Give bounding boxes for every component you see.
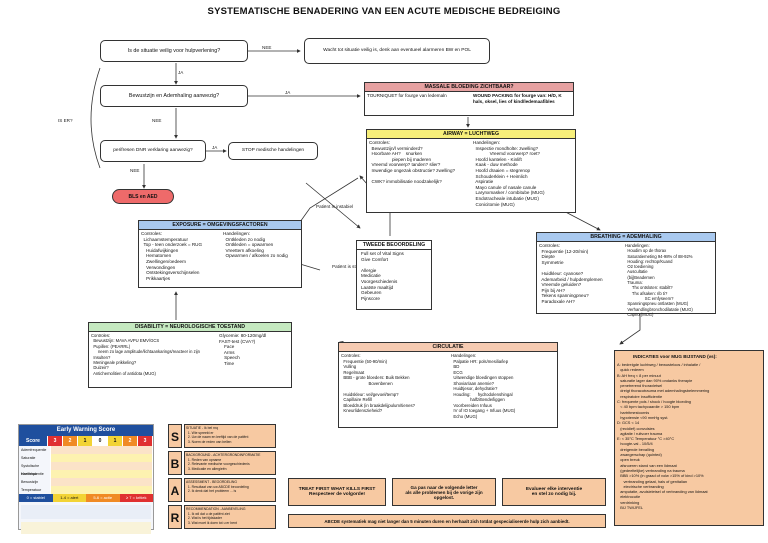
ews-legend-item: 1-4 = alert bbox=[52, 494, 86, 502]
ews-row-label: Ademfrequentie bbox=[19, 446, 51, 454]
ews-legend-item: 0 = stabiel bbox=[19, 494, 53, 502]
ews-row-label: Systolische bloeddruk bbox=[19, 462, 51, 476]
ews-legend: 0 = stabiel 1-4 = alert 5-6 = actie ≥ 7 … bbox=[19, 494, 153, 502]
tip-next-letter: Ga pas naar de volgende letter als alle … bbox=[392, 478, 496, 506]
decision-dnr-text: perifresen DNR verklaring aanwezig? bbox=[113, 147, 193, 153]
label-nee-1: NEE bbox=[262, 45, 272, 50]
ews-legend-item: ≥ 7 = kritiek bbox=[119, 494, 153, 502]
indicaties-body: A: bedreigde luchtweg / bewusteloos / in… bbox=[617, 362, 710, 511]
ews-row-label: Bewustzijn bbox=[19, 478, 51, 486]
ews-score-cell: 1 bbox=[78, 436, 93, 446]
tweede-body: Full set of Vital Signs Give Comfort All… bbox=[361, 251, 404, 301]
tip-next-letter-text: Ga pas naar de volgende letter als alle … bbox=[405, 484, 483, 500]
sbar-letter: A bbox=[168, 478, 182, 502]
label-ja-2: JA bbox=[285, 90, 291, 95]
exposure-handelingen: Handelingen: Ontkleden zo nodig Ontklede… bbox=[223, 231, 288, 259]
ews-card: Early Warning Score Score 3 2 1 0 1 2 3 … bbox=[18, 424, 154, 534]
breathing-controles: Controles: Frequentie (12-20/min) Diepte… bbox=[539, 243, 603, 304]
box-bls-aed: BLS en AED bbox=[112, 189, 174, 204]
ews-row: Hartfrequentie bbox=[19, 470, 153, 478]
indicaties-header: INDICATIES voor MUG BIJSTAND (vs): bbox=[633, 354, 717, 359]
disability-controles: Controles: Bewustzijn: MAVA AVPU EMV/GCS… bbox=[91, 333, 200, 376]
ews-row-label: Saturatie bbox=[19, 454, 51, 462]
tip-evaluate-text: Evalueer elke interventie en stel zo nod… bbox=[525, 487, 583, 497]
breathing-handelingen: Handelingen: Houdim op de thorax Saturat… bbox=[625, 243, 693, 317]
label-ja-1: JA bbox=[178, 70, 184, 75]
ews-score-cell: 1 bbox=[108, 436, 123, 446]
decision-safety-text: Is de situatie veilig voor hulpverlening… bbox=[127, 47, 221, 54]
ews-row: Ademfrequentie bbox=[19, 446, 153, 454]
panel-breathing: BREATHING = ADEMHALING Controles: Freque… bbox=[536, 232, 716, 317]
panel-exposure-header: EXPOSURE = OMGEVINGSFACTOREN bbox=[139, 221, 301, 230]
panel-massale-bloeding: MASSALE BLOEDING ZICHTBAAR? TOURNIQUET f… bbox=[364, 82, 574, 116]
sbar-letter: B bbox=[168, 451, 182, 475]
panel-disability-header: DISABILITY = NEUROLOGISCHE TOESTAND bbox=[89, 323, 291, 332]
panel-indicaties-mug: INDICATIES voor MUG BIJSTAND (vs): A: be… bbox=[614, 350, 764, 526]
panel-circulatie: CIRCULATIE Controles: Frequentie (50-90/… bbox=[338, 342, 558, 428]
label-nee-2: NEE bbox=[152, 118, 162, 123]
panel-massale-bloeding-header: MASSALE BLOEDING ZICHTBAAR? bbox=[365, 83, 573, 92]
panel-tweede-header: TWEEDE BEOORDELING bbox=[357, 241, 431, 250]
massale-tourniquet: TOURNIQUET for fourge van ledemaln bbox=[367, 93, 447, 98]
sbar-block: S SITUATIE - Ik bel rnq 1. Wie spreekt e… bbox=[168, 424, 276, 530]
label-patient-stabiel: Patiënt is stabiel bbox=[332, 264, 366, 269]
airway-handelingen: Handelingen: Inspectie mondholte: zwelli… bbox=[473, 140, 545, 207]
label-ja-3: JA bbox=[212, 145, 218, 150]
sbar-text: RECOMMENDATION - AANBEVELING 1. Ik wil d… bbox=[184, 505, 276, 529]
ews-row: Saturatie bbox=[19, 454, 153, 462]
ews-title: Early Warning Score bbox=[19, 425, 153, 436]
panel-breathing-header: BREATHING = ADEMHALING bbox=[537, 233, 715, 242]
page-title: SYSTEMATISCHE BENADERING VAN EEN ACUTE M… bbox=[207, 6, 561, 17]
ews-row: Systolische bloeddruk bbox=[19, 462, 153, 476]
ews-row: Temperatuur bbox=[19, 486, 153, 494]
ews-row-label: Hartfrequentie bbox=[19, 470, 51, 478]
panel-circulatie-header: CIRCULATIE bbox=[339, 343, 557, 352]
ews-score-cell: 3 bbox=[138, 436, 153, 446]
ews-score-cell: 2 bbox=[123, 436, 138, 446]
decision-dnr: perifresen DNR verklaring aanwezig? bbox=[100, 140, 206, 162]
ews-score-row: Score 3 2 1 0 1 2 3 bbox=[19, 436, 153, 446]
ews-row-label: Temperatuur bbox=[19, 486, 51, 494]
airway-controles: Controles: Bewustzijn/l verminderd? Hoor… bbox=[369, 140, 456, 185]
sbar-text: ASSESSMENT - BEOORDELING 1. Resultaat va… bbox=[184, 478, 276, 502]
ews-legend-item: 5-6 = actie bbox=[86, 494, 120, 502]
ews-notes-2 bbox=[21, 522, 151, 534]
sbar-text: SITUATIE - Ik bel rnq 1. Wie spreekt er … bbox=[184, 424, 276, 448]
decision-consciousness-text: Bewustzijn en Ademhaling aanwezig? bbox=[128, 92, 220, 99]
tip-abcde-duration: ABCDE systematiek mag niet langer dan 5 … bbox=[288, 514, 606, 528]
ews-score-label: Score bbox=[19, 436, 48, 446]
tip-abcde-duration-text: ABCDE systematiek mag niet langer dan 5 … bbox=[324, 518, 570, 524]
box-stop-text: STOP medische handelingen bbox=[241, 147, 305, 153]
panel-disability: DISABILITY = NEUROLOGISCHE TOESTAND Cont… bbox=[88, 322, 292, 388]
panel-airway: AIRWAY = LUCHTWEG Controles: Bewustzijn/… bbox=[366, 129, 576, 213]
exposure-controles: Controles: Lichaamstemperatuur Top - tee… bbox=[141, 231, 203, 281]
tip-evaluate: Evalueer elke interventie en stel zo nod… bbox=[502, 478, 606, 506]
ews-score-cell: 0 bbox=[93, 436, 108, 446]
tip-treat-first-text: TREAT FIRST WHAT KILLS FIRST Respecteer … bbox=[298, 487, 376, 497]
label-is-er: IS ER? bbox=[58, 118, 73, 123]
box-bls-aed-text: BLS en AED bbox=[128, 193, 158, 200]
label-nee-3: NEE bbox=[130, 168, 140, 173]
box-wait-safe: Wacht tot situatie veilig is, denk aan e… bbox=[304, 38, 490, 64]
circulatie-controles: Controles: Frequentie (50-90/min) Vullin… bbox=[341, 353, 416, 413]
panel-airway-header: AIRWAY = LUCHTWEG bbox=[367, 130, 575, 139]
tip-treat-first: TREAT FIRST WHAT KILLS FIRST Respecteer … bbox=[288, 478, 386, 506]
ews-notes bbox=[21, 505, 151, 519]
ews-row: Bewustzijn bbox=[19, 478, 153, 486]
box-wait-safe-text: Wacht tot situatie veilig is, denk aan e… bbox=[323, 47, 471, 53]
decision-consciousness: Bewustzijn en Ademhaling aanwezig? bbox=[100, 85, 248, 107]
box-stop: STOP medische handelingen bbox=[228, 142, 318, 160]
decision-safety: Is de situatie veilig voor hulpverlening… bbox=[100, 40, 248, 62]
circulatie-handelingen: Handelingen: Palpatie HR: pols/mesilia/l… bbox=[451, 353, 516, 419]
panel-tweede-beoordeling: TWEEDE BEOORDELING Full set of Vital Sig… bbox=[356, 240, 432, 310]
massale-wound-packing: WOUND PACKING for fourge van: H/D, K hal… bbox=[473, 93, 562, 104]
ews-score-cell: 2 bbox=[63, 436, 78, 446]
sbar-text: BACKGROUND - ACHTERGRONDINFORMATIE 1. Re… bbox=[184, 451, 276, 475]
ews-score-cell: 3 bbox=[48, 436, 63, 446]
disability-metingen: Glycemie: 80-120mg/dl FAST-test (CVA?) F… bbox=[219, 333, 267, 366]
label-patient-instabiel: Patiënt is instabiel bbox=[316, 204, 354, 209]
sbar-letter: R bbox=[168, 505, 182, 529]
panel-exposure: EXPOSURE = OMGEVINGSFACTOREN Controles: … bbox=[138, 220, 302, 288]
sbar-letter: S bbox=[168, 424, 182, 448]
